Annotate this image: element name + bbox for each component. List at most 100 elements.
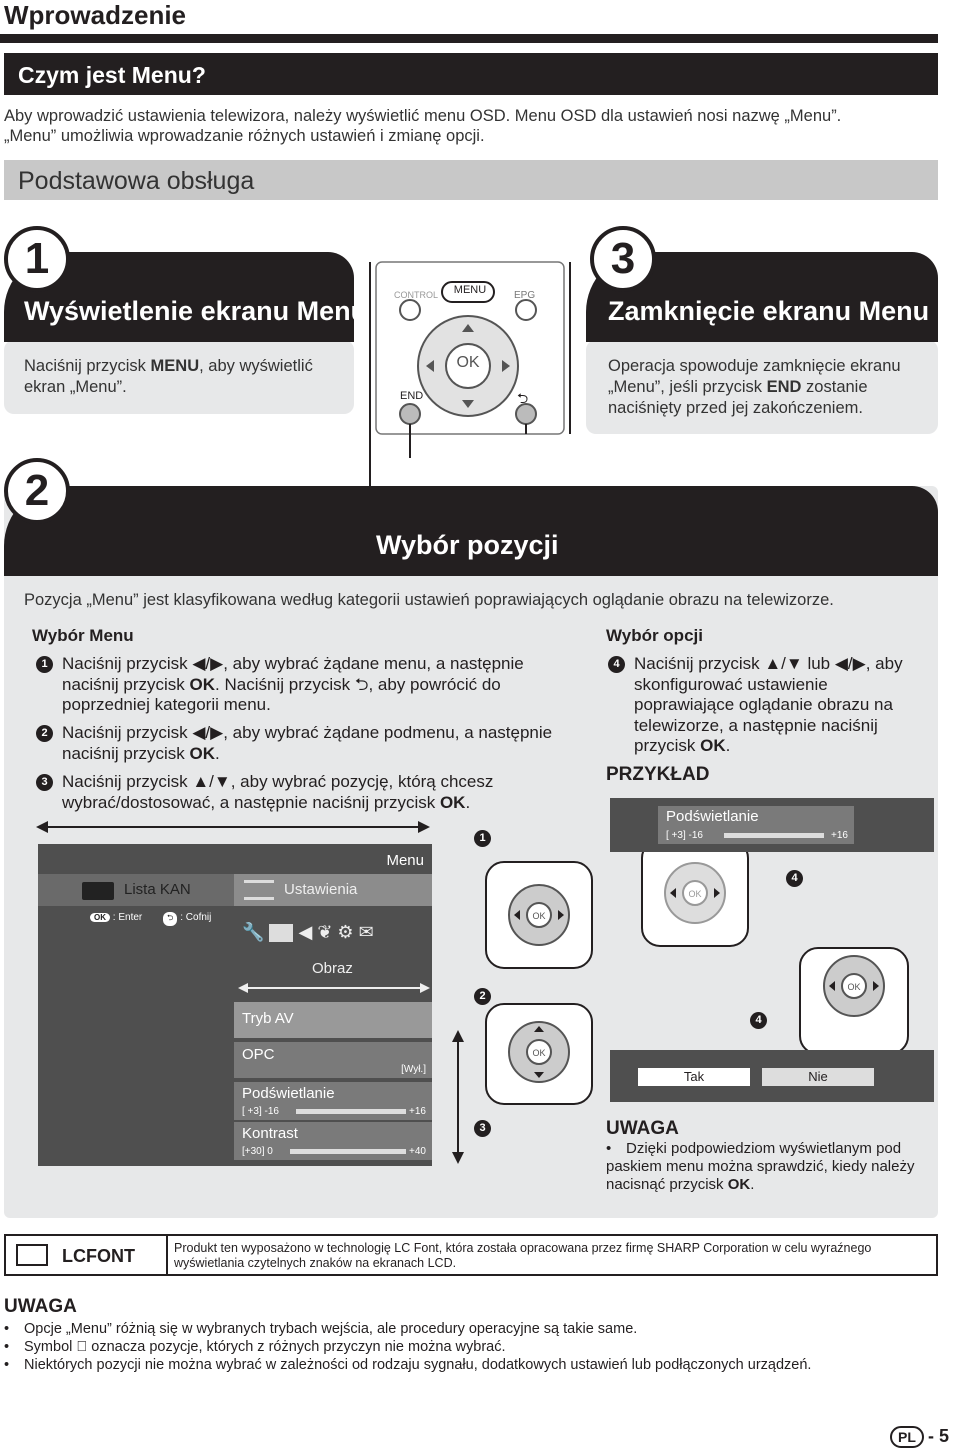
menu-step-1-ok: OK (189, 674, 216, 694)
callout-4b: 4 (750, 1012, 767, 1029)
step2-number: 2 (4, 458, 70, 524)
remote-ok-button[interactable]: OK (456, 354, 480, 371)
example-scale-right: +16 (831, 830, 848, 841)
option-step-4: 4 Naciśnij przycisk ▲/▼ lub ◀/▶, aby sko… (608, 654, 908, 757)
contrast-scale-right: +40 (409, 1146, 426, 1157)
menu-step-1: 1 Naciśnij przycisk ◀/▶, aby wybrać żąda… (36, 654, 576, 716)
intro-line-1: Aby wprowadzić ustawienia telewizora, na… (4, 107, 842, 125)
subsection-title: Podstawowa obsługa (18, 167, 255, 195)
menu-step-2-text: Naciśnij przycisk ◀/▶, aby wybrać żądane… (62, 723, 576, 764)
wrench-icon[interactable]: 🔧 (242, 922, 265, 942)
step3-key: END (766, 378, 802, 396)
hint-note-title: UWAGA (606, 1118, 679, 1139)
horizontal-arrow-top (36, 821, 430, 833)
svg-text:OK: OK (847, 982, 860, 992)
step-bullet-3: 3 (36, 774, 53, 791)
dpad-mini-3: OK (641, 839, 749, 947)
lcfont-text: Produkt ten wyposażono w technologię LC … (174, 1241, 872, 1270)
option-step-4-ok: OK (700, 736, 726, 755)
osd-row-contrast[interactable]: Kontrast [+30] 0 +40 (234, 1122, 432, 1160)
example-backlight-row[interactable]: Podświetlanie [ +3] -16 +16 (658, 806, 854, 844)
remote-menu-button[interactable]: MENU (453, 284, 487, 296)
example-title: PRZYKŁAD (606, 764, 710, 785)
backlight-slider[interactable] (296, 1109, 406, 1114)
step2-description: Pozycja „Menu” jest klasyfikowana według… (24, 591, 834, 609)
option-step-4-a: Naciśnij przycisk ▲/▼ lub ◀/▶, aby skonf… (634, 654, 903, 755)
osd-row-av-mode[interactable]: Tryb AV (234, 1002, 432, 1038)
yes-button[interactable]: Tak (638, 1068, 750, 1086)
step3-text-b: zostanie naciśnięty przed jej zakończeni… (608, 378, 868, 417)
note-item-3: •Niektórych pozycji nie można wybrać w z… (4, 1357, 812, 1373)
dpad-mini-1: OK (485, 861, 593, 969)
hint-note-text: •Dzięki podpowiedziom wyświetlanym pod p… (606, 1140, 915, 1193)
step-bullet-1: 1 (36, 656, 53, 673)
hint-note-text-b: . (750, 1176, 755, 1193)
contrast-slider[interactable] (290, 1149, 406, 1154)
remote-return-icon: ⮌ (517, 390, 529, 406)
option-step-4-b: . (725, 736, 731, 755)
backlight-label: Podświetlanie (242, 1085, 335, 1102)
step3-title: Zamknięcie ekranu Menu (608, 296, 930, 326)
no-button[interactable]: Nie (762, 1068, 874, 1086)
callout-2: 2 (474, 988, 491, 1005)
note-item-1: •Opcje „Menu” różnią się w wybranych try… (4, 1321, 638, 1337)
settings-sliders-icon (244, 880, 274, 900)
note-item-2: •Symbol ⃠ oznacza pozycje, których z róż… (4, 1339, 506, 1355)
osd-tab-settings[interactable]: Ustawienia (234, 874, 432, 906)
osd-tab2-label: Ustawienia (284, 881, 358, 898)
title-rule (0, 34, 938, 43)
av-mode-label: Tryb AV (242, 1010, 294, 1027)
note-title: UWAGA (4, 1296, 77, 1317)
step-bullet-2: 2 (36, 725, 53, 742)
step1-text-b: , aby wyświetlić ekran „Menu”. (24, 357, 313, 396)
language-badge: PL (890, 1426, 924, 1448)
lcfont-box: LCFONT Produkt ten wyposażono w technolo… (4, 1234, 938, 1276)
callout-4a: 4 (786, 870, 803, 887)
hint-note-text-a: Dzięki podpowiedziom wyświetlanym pod pa… (606, 1140, 915, 1193)
osd-menu-label: Menu (386, 852, 424, 869)
speaker-icon[interactable]: ◀ (298, 922, 313, 942)
hint-back: : Cofnij (180, 912, 212, 923)
example-backlight-label: Podświetlanie (666, 808, 759, 825)
example-scale-left: [ +3] -16 (666, 830, 703, 841)
osd-tab1-label: Lista KAN (124, 881, 191, 898)
osd-row-opc[interactable]: OPC [Wył.] (234, 1042, 432, 1078)
picture-icon[interactable] (269, 924, 294, 943)
contrast-label: Kontrast (242, 1125, 298, 1142)
osd-row-backlight[interactable]: Podświetlanie [ +3] -16 +16 (234, 1082, 432, 1120)
example-confirm-box: Tak Nie (610, 1050, 934, 1102)
hint-enter: : Enter (112, 912, 143, 923)
menu-step-2: 2 Naciśnij przycisk ◀/▶, aby wybrać żąda… (36, 723, 576, 764)
intro-text: Aby wprowadzić ustawienia telewizora, na… (4, 106, 934, 146)
opc-value: [Wył.] (401, 1064, 426, 1075)
example-slider[interactable] (724, 833, 824, 838)
osd-hints: OK : Enter ⮌ : Cofnij (90, 912, 211, 926)
osd-submenu-title: Obraz (312, 960, 353, 977)
step3-number: 3 (590, 226, 656, 292)
dpad-mini-2: OK (485, 1003, 593, 1105)
step-bullet-4: 4 (608, 656, 625, 673)
step3-text: Operacja spowoduje zamknięcie ekranu „Me… (608, 356, 928, 419)
step3-card (586, 340, 938, 434)
backlight-scale-right: +16 (409, 1106, 426, 1117)
subsection-bar: Podstawowa obsługa (4, 160, 938, 200)
mail-icon[interactable]: ✉ (358, 922, 374, 942)
osd-menu: Menu Lista KAN Ustawienia OK : Enter ⮌ :… (38, 844, 432, 1166)
menu-step-1-text: Naciśnij przycisk ◀/▶, aby wybrać żądane… (62, 654, 576, 716)
osd-tab-channel-list[interactable]: Lista KAN (38, 874, 234, 906)
svg-text:OK: OK (688, 889, 701, 899)
example-backlight-box: Podświetlanie [ +3] -16 +16 (610, 798, 934, 852)
vertical-arrow (452, 1030, 464, 1164)
leaf-icon[interactable]: ❦ (317, 922, 333, 942)
lcfont-logo-icon (16, 1244, 48, 1266)
tv-icon (82, 882, 114, 900)
step1-number: 1 (4, 226, 70, 292)
menu-step-3-a: Naciśnij przycisk ▲/▼, aby wybrać pozycj… (62, 772, 494, 812)
gear-icon[interactable]: ⚙ (337, 922, 354, 942)
ok-hint-icon: OK (90, 913, 110, 922)
menu-select-title: Wybór Menu (32, 626, 134, 645)
menu-step-1-a: Naciśnij przycisk ◀/▶, aby wybrać żądane… (62, 654, 524, 694)
remote-end-label: END (400, 390, 424, 402)
option-select-title: Wybór opcji (606, 626, 703, 645)
menu-step-2-b: . (215, 743, 220, 763)
